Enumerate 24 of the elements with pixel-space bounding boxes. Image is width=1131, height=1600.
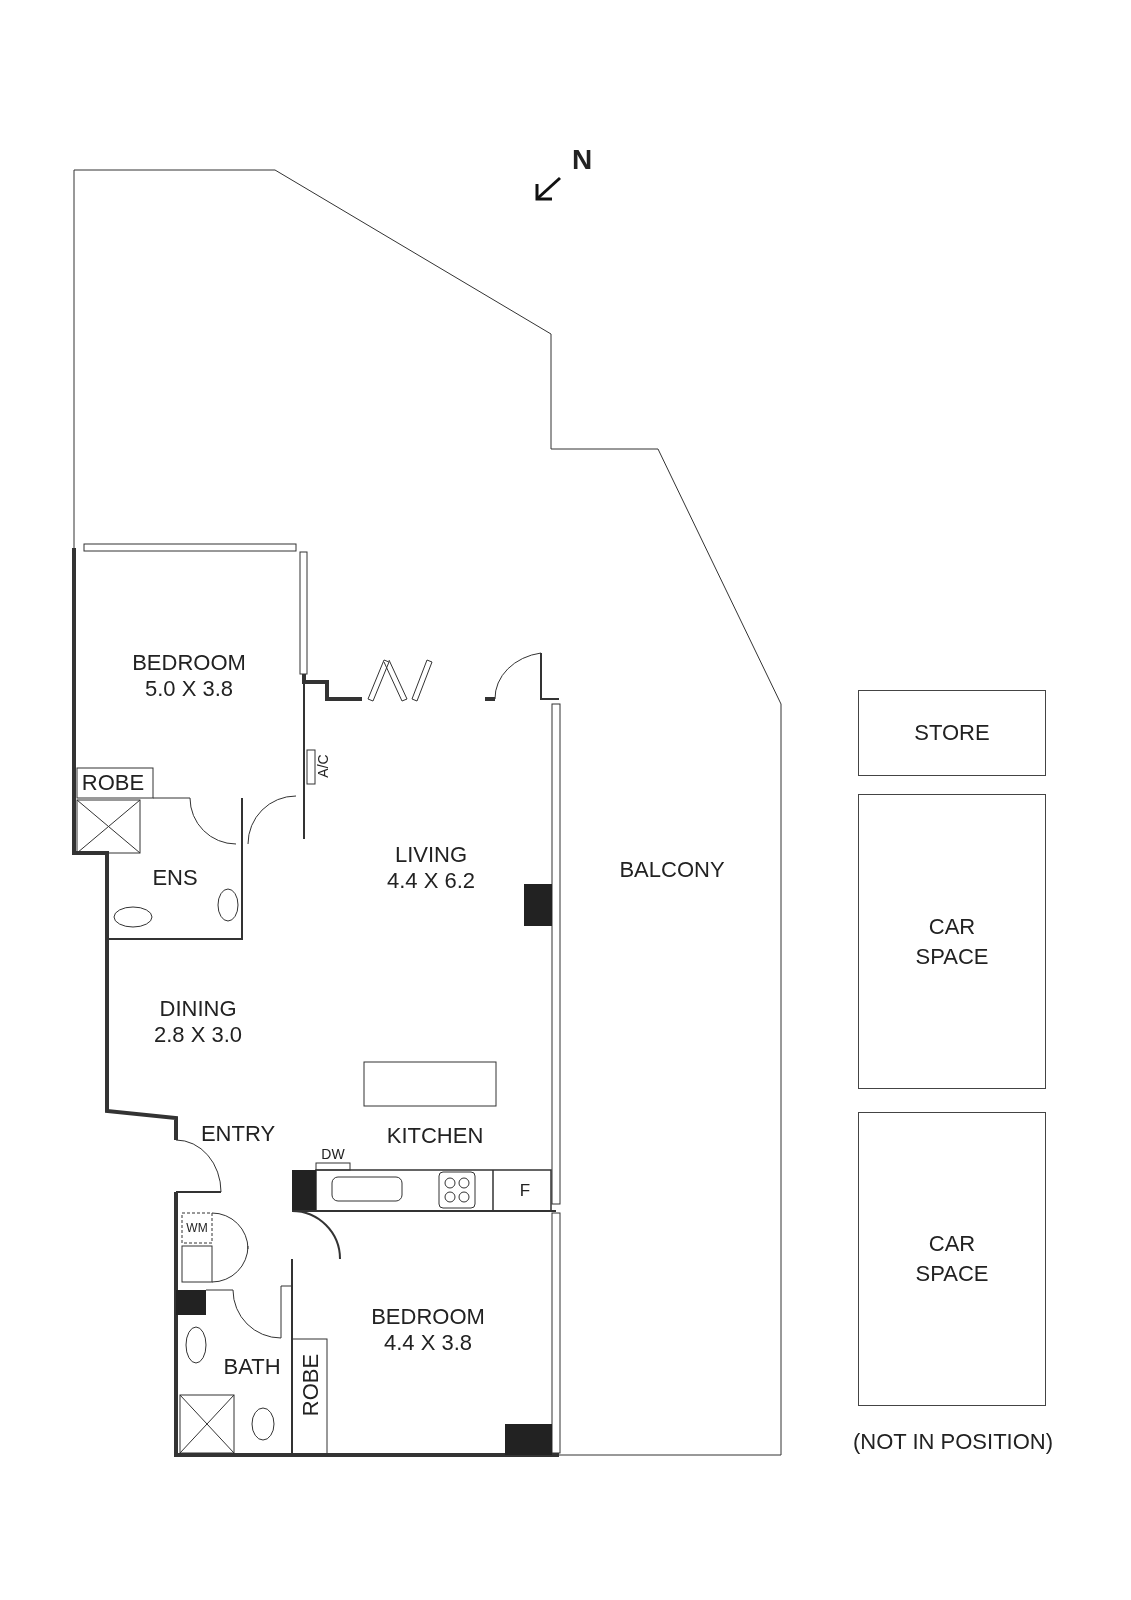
room-name: ENS [152,865,198,891]
storage-area: STORE [858,690,1046,776]
note: (NOT IN POSITION) [853,1429,1053,1455]
room-name: KITCHEN [386,1123,484,1149]
room-name: LIVING [393,842,469,868]
room-dimensions: 2.8 X 3.0 [153,1022,243,1048]
room-name: BATH [223,1354,281,1380]
room-name: ROBE [298,1353,324,1417]
appliance-label: WM [186,1221,208,1235]
room-dimensions: 5.0 X 3.8 [143,676,235,702]
parking-space: CAR SPACE [858,1112,1046,1406]
room-dimensions: 4.4 X 3.8 [382,1330,474,1356]
room-name: BEDROOM [132,650,246,676]
parking-space: CAR SPACE [858,794,1046,1089]
room-name: DINING [158,996,238,1022]
appliance-label: A/C [315,754,331,778]
room-dimensions: 4.4 X 6.2 [386,868,476,894]
room-name: BEDROOM [371,1304,485,1330]
room-name: BALCONY [619,857,725,883]
room-name: ENTRY [200,1121,276,1147]
appliance-label: DW [321,1146,345,1162]
north-label: N [571,144,593,176]
appliance-label: F [519,1181,531,1201]
room-name: ROBE [81,770,145,796]
